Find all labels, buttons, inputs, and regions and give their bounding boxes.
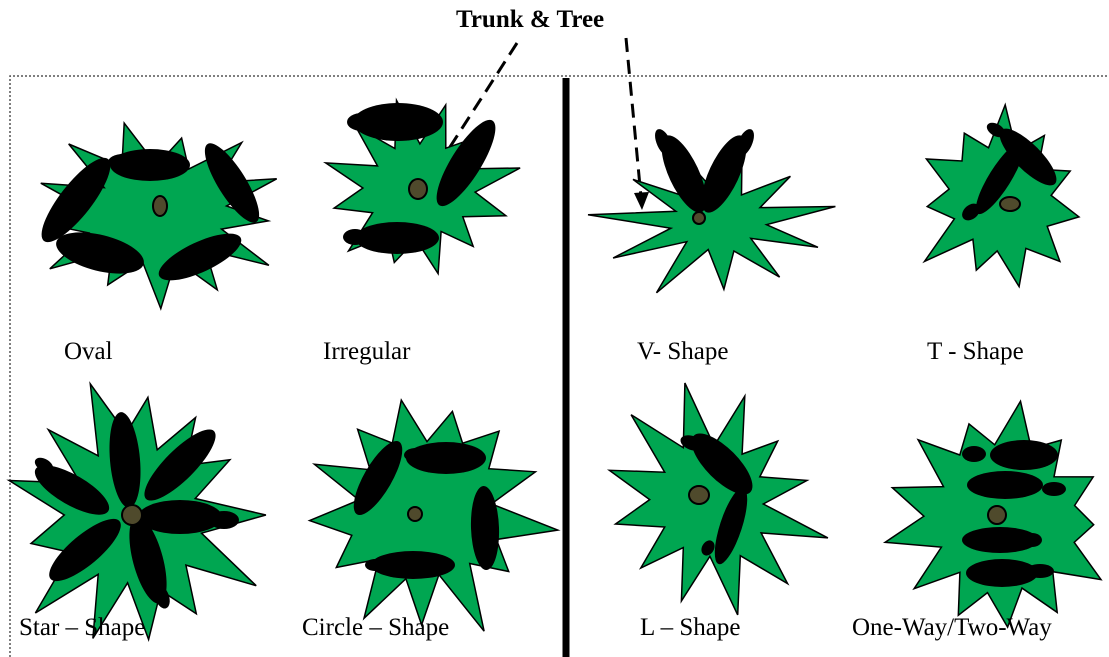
branch: [691, 433, 753, 495]
foliage: [606, 382, 829, 616]
branch: [108, 154, 138, 170]
trunk: [692, 211, 706, 225]
tree-t-shape: [922, 102, 1081, 289]
tree-circle-shape: [307, 398, 561, 632]
label-l-shape: L – Shape: [640, 614, 741, 641]
branch: [1022, 533, 1042, 547]
label-t-shape: T - Shape: [927, 338, 1024, 365]
branch: [365, 559, 385, 571]
label-oval: Oval: [64, 338, 113, 365]
branch: [406, 442, 486, 474]
branch: [343, 229, 367, 245]
branch: [999, 128, 1057, 186]
branch: [204, 143, 260, 223]
branch: [109, 412, 141, 508]
branch: [154, 585, 170, 609]
dotted-frame: [9, 75, 1109, 657]
tree-irregular: [323, 97, 521, 276]
label-star-shape: Star – Shape: [19, 614, 146, 641]
branch: [701, 540, 715, 556]
branch: [34, 465, 110, 515]
arrow-head-v-shape: [634, 192, 649, 210]
branch: [962, 203, 980, 221]
trunk: [152, 195, 168, 217]
branch: [990, 440, 1058, 470]
branch: [158, 233, 242, 281]
branch: [470, 486, 500, 570]
label-circle-shape: Circle – Shape: [302, 614, 450, 641]
foliage: [307, 398, 561, 632]
branch: [436, 119, 496, 207]
tree-v-shape: [587, 129, 836, 294]
branch: [661, 135, 707, 213]
tree-star-shape: [6, 381, 267, 643]
branch: [736, 129, 754, 157]
branch: [966, 559, 1038, 587]
label-v-shape: V- Shape: [637, 338, 729, 365]
branch: [962, 527, 1038, 553]
branch: [41, 157, 111, 243]
trunk: [408, 178, 428, 200]
foliage: [922, 102, 1081, 289]
branch: [347, 113, 377, 131]
branch: [353, 103, 443, 141]
arrow-to-v-shape: [624, 37, 643, 198]
branch: [975, 141, 1025, 215]
branch: [355, 222, 439, 254]
trunk: [688, 485, 710, 505]
branch: [371, 551, 455, 579]
label-one-two-way: One-Way/Two-Way: [852, 614, 1052, 641]
trunk: [987, 505, 1007, 525]
branch: [962, 446, 986, 462]
tree-one-two-way: [882, 399, 1103, 629]
branch: [144, 429, 216, 501]
label-irregular: Irregular: [323, 338, 411, 365]
branch: [1026, 564, 1054, 578]
trunk: [407, 506, 423, 522]
branch: [701, 135, 747, 213]
branch: [1042, 482, 1066, 496]
branch: [714, 487, 748, 565]
branch: [967, 471, 1043, 499]
branch: [209, 511, 239, 529]
branch: [34, 457, 54, 473]
branch: [56, 232, 144, 274]
branch: [986, 122, 1006, 138]
trunk: [121, 504, 143, 526]
branch: [655, 129, 673, 157]
tree-oval: [40, 121, 278, 311]
diagram-title: Trunk & Tree: [456, 6, 605, 33]
trunk: [999, 196, 1021, 212]
branch: [138, 500, 222, 534]
branch: [49, 518, 121, 582]
branch: [353, 440, 403, 516]
branch: [404, 448, 428, 462]
branch: [680, 435, 704, 451]
branch: [129, 516, 167, 604]
tree-l-shape: [606, 382, 829, 616]
